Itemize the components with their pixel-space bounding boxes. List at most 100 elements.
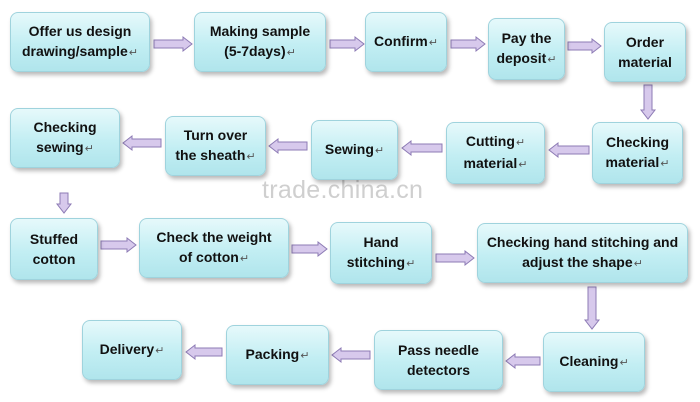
flow-arrow [329,35,365,53]
step-making-sample: Making sample(5-7days)↵ [194,12,326,72]
step-packing: Packing↵ [226,325,329,385]
step-label-line: Stuffed [30,229,78,249]
step-sewing: Sewing↵ [311,120,398,180]
paragraph-mark: ↵ [374,145,385,157]
step-label-line: of cotton↵ [156,247,271,269]
flow-arrow [331,346,371,364]
step-label-text: Stuffed [29,231,79,247]
step-label-line: Checking [33,117,96,137]
paragraph-mark: ↵ [128,47,139,59]
step-label-line: sewing↵ [33,137,96,159]
step-label-text: of cotton [178,249,239,265]
step-label-line: Checking hand stitching and [487,232,678,252]
flow-arrow [567,37,602,55]
step-label-line: Pass needle [398,340,479,360]
flow-arrow [505,352,541,370]
step-offer-design: Offer us design drawing/sample↵ [10,12,150,72]
step-label-line: Sewing↵ [325,139,384,161]
step-label-text: cotton [32,251,76,267]
step-pass-needle-detectors: Pass needle detectors [374,330,503,390]
step-stuffed-cotton: Stuffed cotton [10,218,98,280]
step-cleaning: Cleaning↵ [543,332,645,392]
step-label-line: adjust the shape↵ [487,252,678,274]
flow-arrow [122,134,162,152]
flow-arrow [291,240,328,258]
step-label-line: material↵ [464,153,528,175]
step-label-text: Packing [245,346,300,362]
flow-arrow [583,286,601,330]
paragraph-mark: ↵ [406,258,416,270]
step-label-text: Confirm [374,33,428,49]
step-label-line: Turn over [175,125,255,145]
step-label-line: Making sample [210,21,310,41]
step-label-line: Checking [606,132,670,152]
step-label-text: the sheath [175,147,246,163]
step-label-line: Packing↵ [246,344,310,366]
paragraph-mark: ↵ [518,159,528,171]
step-label-line: Cleaning↵ [559,351,628,373]
step-label-text: Check the weight [156,229,272,245]
step-checking-material: Checking material↵ [592,122,683,184]
step-label-text: Cleaning [559,353,619,369]
step-label-text: Order [625,34,665,50]
step-label-text: deposit [496,50,547,66]
flow-arrow [268,137,308,155]
step-label-text: material [463,155,518,171]
paragraph-mark: ↵ [428,37,438,49]
paragraph-mark: ↵ [300,350,310,362]
step-label-line: drawing/sample↵ [22,41,138,63]
step-label-line: Confirm↵ [374,31,438,53]
step-label-text: Sewing [324,141,374,157]
step-checking-sewing: Checking sewing↵ [10,108,120,168]
watermark: trade.china.cn [262,176,424,204]
step-label-text: Checking [33,119,97,135]
step-check-weight-cotton: Check the weight of cotton↵ [139,218,289,278]
step-label-line: Pay the [497,28,557,48]
flow-arrow [100,236,137,254]
paragraph-mark: ↵ [633,258,643,270]
paragraph-mark: ↵ [239,253,250,265]
flow-arrow [450,35,486,53]
paragraph-mark: ↵ [155,345,165,357]
step-label-text: Cutting [465,133,515,149]
step-turn-over-sheath: Turn over the sheath↵ [165,116,266,176]
step-label-line: detectors [398,360,479,380]
step-label-text: drawing/sample [21,43,128,59]
step-label-text: (5-7days) [224,43,286,59]
paragraph-mark: ↵ [619,357,629,369]
step-label-line: Cutting↵ [464,131,528,153]
step-label-line: (5-7days)↵ [210,41,310,63]
step-cutting-material: Cutting↵material↵ [446,122,545,184]
step-label-text: stitching [346,254,406,270]
step-label-text: Turn over [183,127,248,143]
step-label-line: the sheath↵ [175,145,255,167]
flow-arrow [435,249,475,267]
step-label-text: Pay the [501,30,552,46]
step-label-text: Offer us design [28,23,132,39]
step-label-line: Hand [347,232,416,252]
step-label-line: cotton [30,249,78,269]
paragraph-mark: ↵ [547,54,557,66]
paragraph-mark: ↵ [246,151,256,163]
step-label-text: Delivery [99,341,155,357]
step-label-line: Order [618,32,672,52]
step-label-line: stitching↵ [347,252,416,274]
step-label-text: Hand [363,234,399,250]
step-label-line: Offer us design [22,21,138,41]
step-label-text: Checking [605,134,669,150]
flow-arrow [401,139,443,157]
paragraph-mark: ↵ [84,143,94,155]
step-label-text: material [605,154,660,170]
step-confirm: Confirm↵ [365,12,447,72]
step-label-text: detectors [406,362,471,378]
flow-arrow [185,343,223,361]
step-pay-deposit: Pay the deposit↵ [488,18,565,80]
step-label-text: Pass needle [398,342,479,358]
step-label-text: adjust the shape [522,254,633,270]
flow-arrow [548,141,590,159]
step-label-line: material↵ [606,152,670,174]
paragraph-mark: ↵ [286,47,296,59]
